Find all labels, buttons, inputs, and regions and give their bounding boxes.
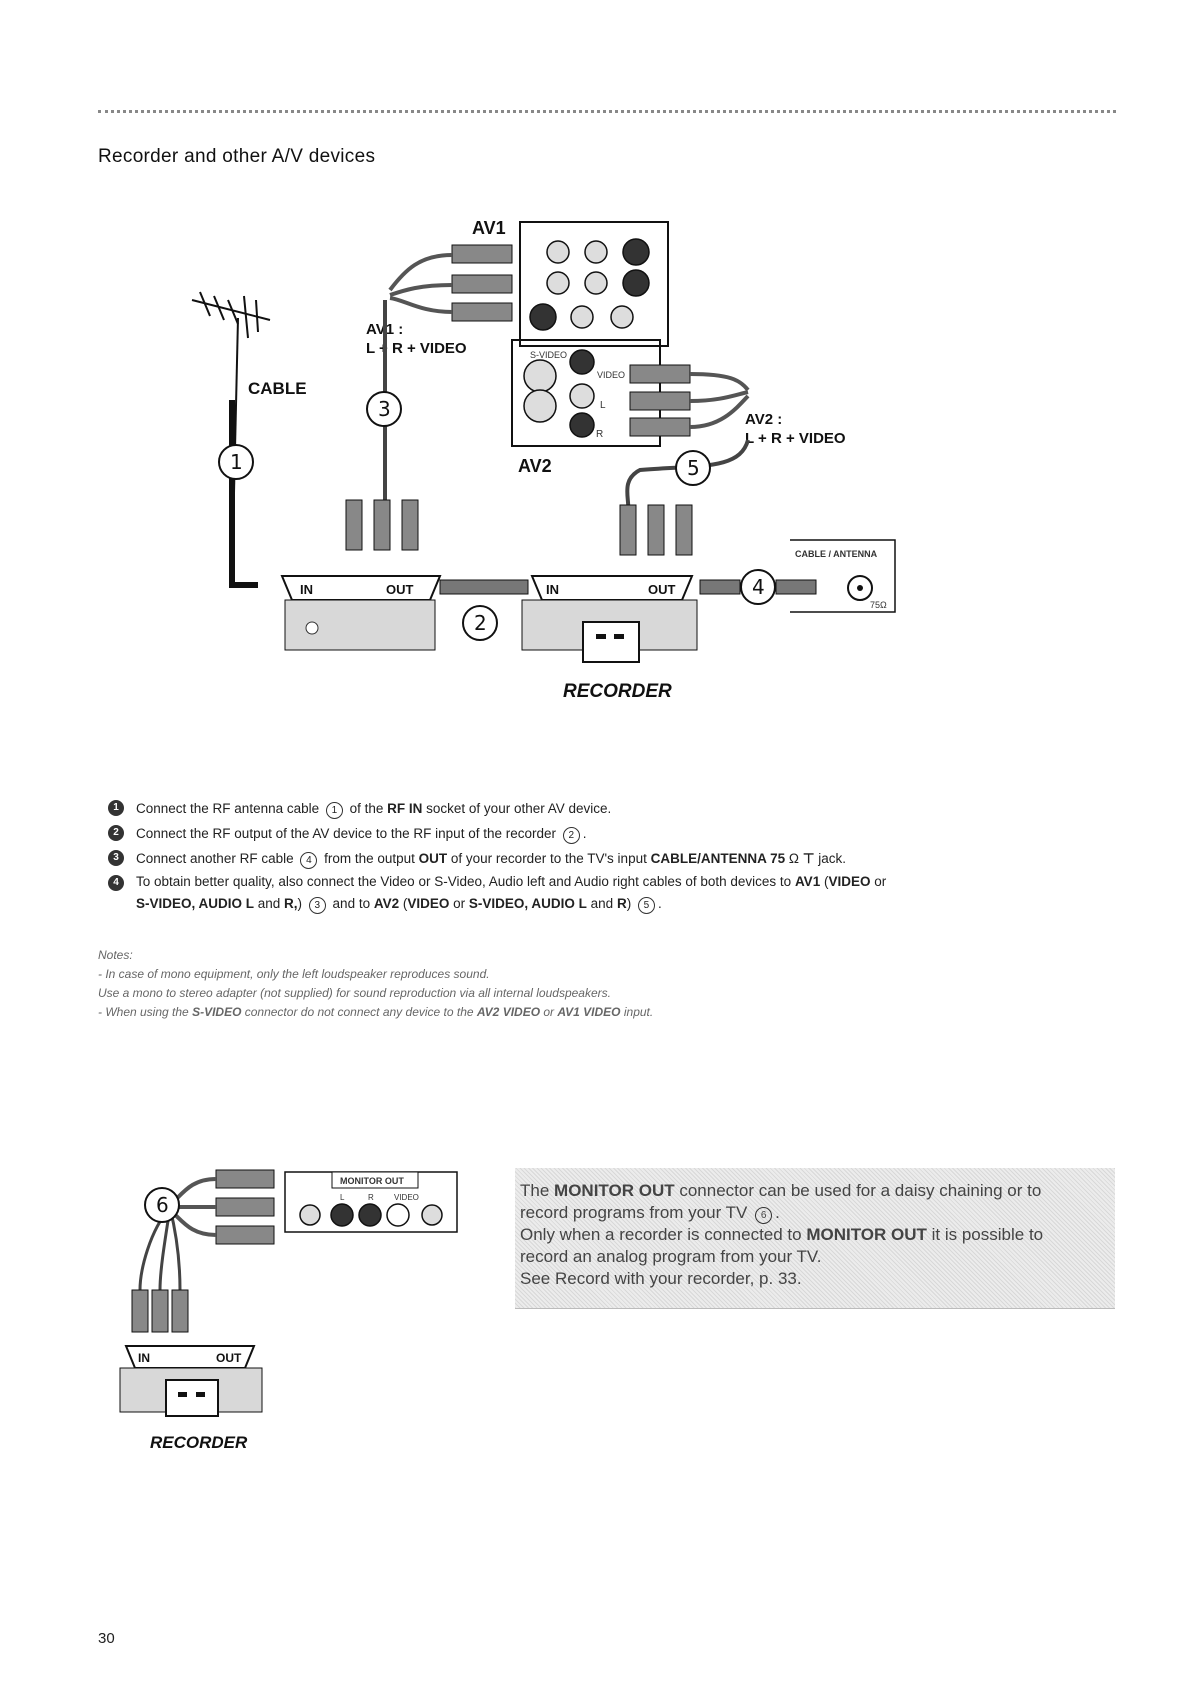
recorder1-plugs (345, 499, 419, 551)
svg-text:6: 6 (156, 1193, 169, 1217)
notes-heading: Notes: (98, 948, 133, 962)
cable-antenna-jack: CABLE / ANTENNA 75Ω (790, 539, 896, 613)
monitor-out-label: MONITOR OUT (340, 1176, 404, 1186)
recorder2-plugs (619, 504, 693, 556)
recorder3-plugs (131, 1289, 189, 1333)
av2-note: AV2 : (745, 411, 782, 428)
tip-box (515, 1168, 1115, 1309)
step-text: Connect the RF antenna cable 1 of the RF… (136, 796, 611, 821)
step-3: 3 Connect another RF cable 4 from the ou… (108, 846, 1118, 871)
av2-l-label: L (600, 400, 606, 411)
marker-5: 5 (675, 450, 711, 486)
recorder-caption: RECORDER (563, 681, 672, 702)
ohm-label: 75Ω (870, 600, 887, 610)
step-bullet: 3 (108, 850, 124, 866)
recorder1-in: IN (300, 582, 313, 597)
marker-3: 3 (366, 391, 402, 427)
connection-diagram-av1-av2: CABLE 1 AV1 AV1 : L + R + VIDEO 3 S-VIDE… (191, 218, 896, 702)
av1-plugs (451, 244, 513, 322)
svideo-label: S-VIDEO (530, 350, 567, 360)
cable-antenna-label: CABLE / ANTENNA (795, 549, 878, 559)
av1-jacks (529, 238, 650, 331)
monitor-jacks (299, 1203, 443, 1227)
av1-label: AV1 (472, 218, 506, 238)
cable-label: CABLE (248, 379, 307, 398)
marker-2: 2 (462, 605, 498, 641)
note-3: - When using the S-VIDEO connector do no… (98, 1005, 654, 1019)
step-text: Connect another RF cable 4 from the outp… (136, 846, 846, 871)
monitor-plugs (215, 1169, 275, 1245)
step-4: 4 To obtain better quality, also connect… (108, 871, 1118, 915)
notes: Notes: - In case of mono equipment, only… (98, 946, 1098, 1022)
recorder2-out: OUT (648, 582, 676, 597)
svg-text:2: 2 (474, 611, 487, 635)
step-bullet: 1 (108, 800, 124, 816)
video-label: VIDEO (597, 370, 625, 380)
recorder3-in: IN (138, 1351, 150, 1365)
av1-signals: L + R + VIDEO (366, 340, 467, 357)
monitor-out-diagram: 6 MONITOR OUT L R VIDEO IN OUT RECORDER (119, 1169, 458, 1452)
step-1: 1 Connect the RF antenna cable 1 of the … (108, 796, 1118, 821)
recorder1-out: OUT (386, 582, 414, 597)
page-title: Recorder and other A/V devices (98, 146, 376, 167)
av2-signals: L + R + VIDEO (745, 430, 846, 447)
header-divider (98, 110, 1116, 113)
instructions: 1 Connect the RF antenna cable 1 of the … (108, 796, 1118, 915)
step-2: 2 Connect the RF output of the AV device… (108, 821, 1118, 846)
av1-panel (519, 221, 669, 347)
step-text: Connect the RF output of the AV device t… (136, 821, 587, 846)
tip-text: The MONITOR OUT connector can be used fo… (520, 1181, 1044, 1288)
recorder3-out: OUT (216, 1351, 242, 1365)
av2-r-label: R (596, 429, 603, 440)
av2-label: AV2 (518, 456, 552, 476)
recorder2-in: IN (546, 582, 559, 597)
step-bullet: 4 (108, 875, 124, 891)
note-2: Use a mono to stereo adapter (not suppli… (98, 986, 611, 1000)
monitor-r-label: R (368, 1193, 374, 1202)
svg-text:4: 4 (752, 575, 765, 599)
step-text: To obtain better quality, also connect t… (136, 871, 886, 915)
svg-text:5: 5 (687, 456, 700, 480)
recorder3: IN OUT (119, 1345, 263, 1417)
marker-1: 1 (218, 444, 254, 480)
recorder2: IN OUT (521, 575, 698, 663)
recorder1: IN OUT (280, 575, 442, 651)
recorder2-caption: RECORDER (150, 1433, 248, 1452)
step-bullet: 2 (108, 825, 124, 841)
monitor-video-label: VIDEO (394, 1193, 419, 1202)
svg-text:1: 1 (230, 450, 243, 474)
marker-4: 4 (740, 569, 776, 605)
svg-text:3: 3 (378, 397, 391, 421)
monitor-l-label: L (340, 1193, 345, 1202)
av2-plugs (629, 364, 691, 437)
note-1: - In case of mono equipment, only the le… (98, 967, 490, 981)
av2-jacks (523, 349, 595, 438)
marker-6: 6 (144, 1187, 180, 1223)
page-number: 30 (98, 1630, 115, 1647)
